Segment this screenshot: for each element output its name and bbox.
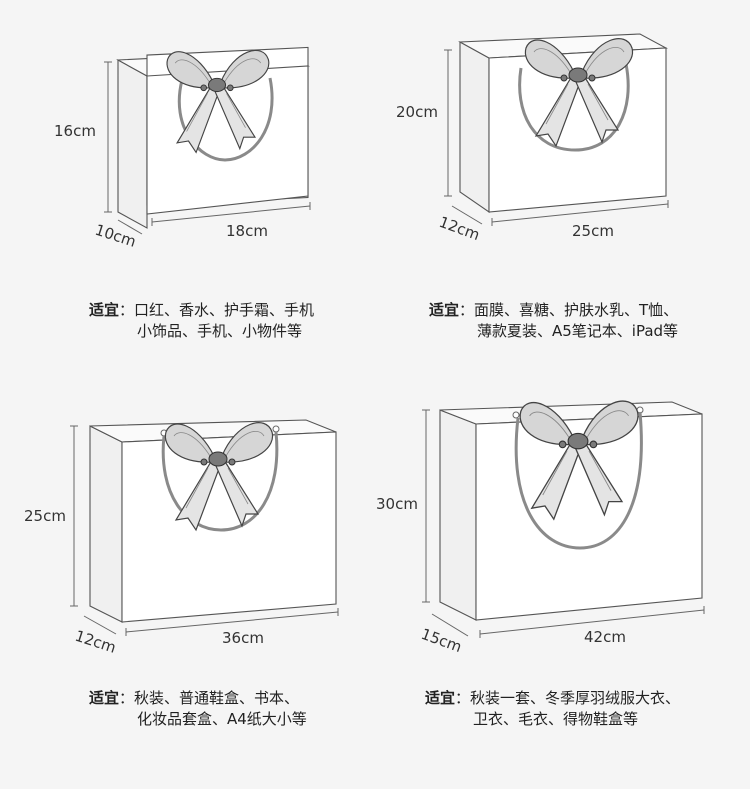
caption-line-1: ：秋装、普通鞋盒、书本、 bbox=[119, 689, 300, 707]
bag-4-caption: 适宜：秋装一套、冬季厚羽绒服大衣、 卫衣、毛衣、得物鞋盒等 bbox=[425, 688, 680, 730]
caption-label: 适宜 bbox=[89, 301, 120, 319]
caption-line-2: 卫衣、毛衣、得物鞋盒等 bbox=[473, 710, 639, 728]
bag-2: 20cm 12cm 25cm bbox=[396, 33, 669, 244]
bag-2-width-label: 25cm bbox=[572, 222, 614, 240]
bag-2-depth-label: 12cm bbox=[437, 213, 483, 244]
bag-1-height-label: 16cm bbox=[54, 122, 96, 140]
bag-4-height-label: 30cm bbox=[376, 495, 418, 513]
bag-1-caption: 适宜：口红、香水、护手霜、手机 小饰品、手机、小物件等 bbox=[89, 300, 314, 342]
bag-2-caption: 适宜：面膜、喜糖、护肤水乳、T恤、 薄款夏装、A5笔记本、iPad等 bbox=[429, 300, 678, 342]
caption-label: 适宜 bbox=[89, 689, 120, 707]
caption-line-1: ：口红、香水、护手霜、手机 bbox=[119, 301, 315, 319]
caption-line-1: ：秋装一套、冬季厚羽绒服大衣、 bbox=[455, 689, 681, 707]
bag-1-depth-label: 10cm bbox=[93, 221, 138, 251]
caption-label: 适宜 bbox=[429, 301, 460, 319]
bag-3-width-label: 36cm bbox=[222, 629, 264, 647]
bag-3: 25cm 12cm 36cm bbox=[24, 419, 339, 657]
bag-1-width-label: 18cm bbox=[226, 222, 268, 240]
caption-line-2: 化妆品套盒、A4纸大小等 bbox=[137, 710, 307, 728]
caption-line-2: 薄款夏装、A5笔记本、iPad等 bbox=[477, 322, 679, 340]
caption-line-1: ：面膜、喜糖、护肤水乳、T恤、 bbox=[459, 301, 679, 319]
caption-line-2: 小饰品、手机、小物件等 bbox=[137, 322, 303, 340]
bag-1: 16cm 10cm 18cm bbox=[54, 46, 311, 251]
caption-label: 适宜 bbox=[425, 689, 456, 707]
bag-2-height-label: 20cm bbox=[396, 103, 438, 121]
bag-4-width-label: 42cm bbox=[584, 628, 626, 646]
bag-3-height-label: 25cm bbox=[24, 507, 66, 525]
bag-3-caption: 适宜：秋装、普通鞋盒、书本、 化妆品套盒、A4纸大小等 bbox=[89, 688, 307, 730]
bag-4: 30cm 15cm 42cm bbox=[376, 400, 705, 656]
